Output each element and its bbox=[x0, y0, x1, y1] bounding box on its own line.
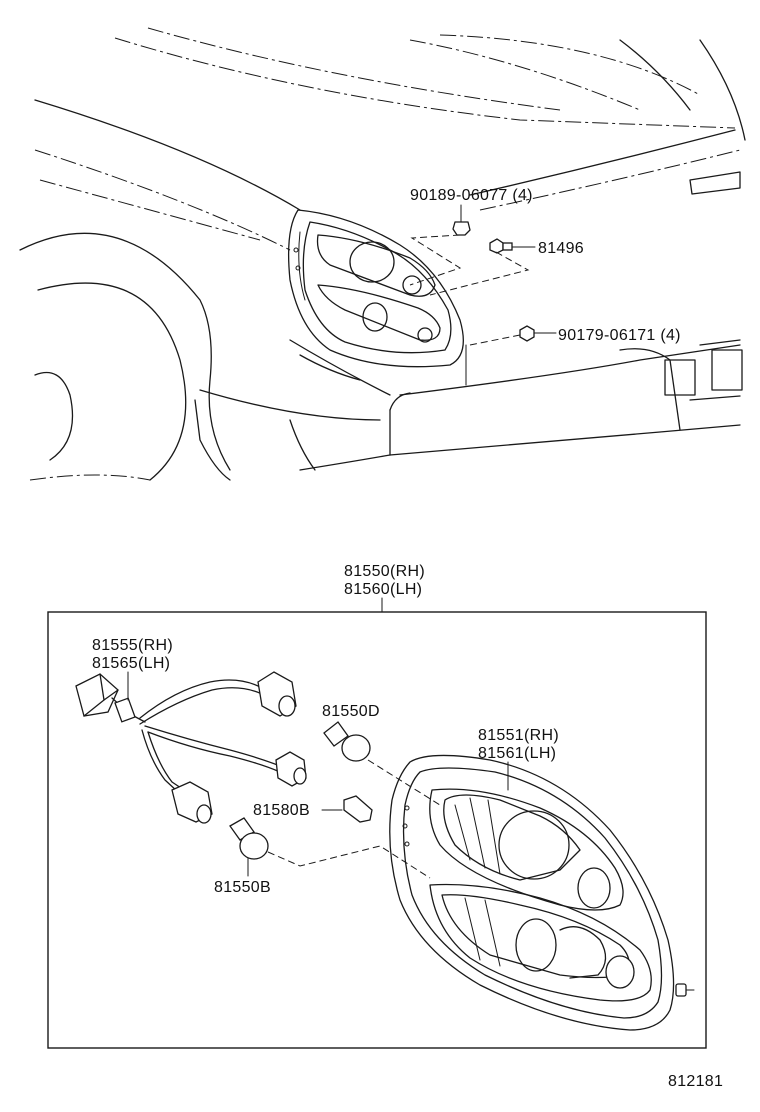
bulb-d-dash-line bbox=[367, 759, 441, 806]
clip-90189-icon bbox=[452, 204, 471, 236]
callout-lens-lh: 81561(LH) bbox=[478, 745, 556, 762]
bolt-81496-icon bbox=[489, 238, 536, 254]
callout-bolt: 81496 bbox=[538, 240, 584, 257]
callout-socket-b: 81580B bbox=[253, 802, 310, 819]
callout-bulb-b: 81550B bbox=[214, 879, 271, 896]
callout-assy-rh: 81550(RH) bbox=[344, 563, 425, 580]
callout-assy-lh: 81560(LH) bbox=[344, 581, 422, 598]
callout-wire-lh: 81565(LH) bbox=[92, 655, 170, 672]
callout-bulb-d: 81550D bbox=[322, 703, 380, 720]
assembly-frame bbox=[47, 611, 707, 1049]
callout-wire-rh: 81555(RH) bbox=[92, 637, 173, 654]
wire-harness bbox=[75, 671, 307, 824]
bulb-81550b-icon bbox=[229, 817, 269, 860]
lens-81551-icon bbox=[389, 754, 695, 1031]
socket-81580b-icon bbox=[343, 795, 373, 823]
vehicle-body-outline bbox=[19, 27, 746, 481]
diagram-ref-number: 812181 bbox=[668, 1073, 723, 1090]
bulb-81550d-icon bbox=[323, 721, 371, 762]
tail-lamp-installed bbox=[288, 209, 464, 368]
clip-90179-icon bbox=[519, 325, 557, 342]
install-dash-lines bbox=[409, 234, 530, 386]
callout-clip-top: 90189-06077 (4) bbox=[410, 187, 533, 204]
callout-lens-rh: 81551(RH) bbox=[478, 727, 559, 744]
callout-clip-bottom: 90179-06171 (4) bbox=[558, 327, 681, 344]
